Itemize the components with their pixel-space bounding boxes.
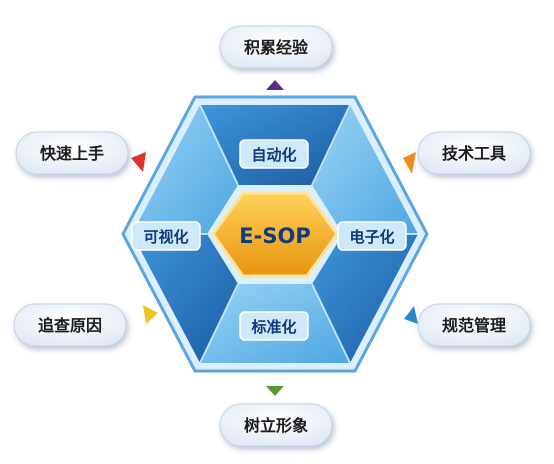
outer-label-bottom-right-pill	[417, 303, 531, 347]
arrow-top	[266, 80, 284, 90]
inner-label-left-text: 可视化	[143, 228, 188, 246]
arrow-bottom-right	[404, 306, 418, 324]
inner-label-top-box	[239, 139, 309, 169]
arrow-top-right	[403, 152, 416, 174]
outer-label-bottom-left-text: 追查原因	[38, 316, 102, 335]
inner-label-top-text: 自动化	[251, 146, 296, 164]
inner-label-bottom: 标准化	[239, 311, 309, 341]
arrow-bottom-left	[143, 305, 158, 324]
panel-top-right	[312, 105, 418, 234]
outer-label-top-left: 快速上手	[15, 131, 129, 175]
center-label: E-SOP	[239, 224, 310, 248]
inner-label-right-text: 电子化	[349, 228, 394, 246]
inner-label-bottom-text: 标准化	[250, 318, 296, 336]
outer-label-top-text: 积累经验	[244, 38, 309, 57]
pointer-arrows	[131, 80, 418, 396]
outer-label-top: 积累经验	[219, 25, 333, 69]
inner-label-right-box	[337, 221, 407, 251]
inner-label-top: 自动化	[239, 139, 309, 169]
outer-label-bottom: 树立形象	[219, 403, 333, 447]
outer-label-top-left-pill	[15, 131, 129, 175]
outer-label-bottom-text: 树立形象	[244, 416, 308, 435]
inner-label-bottom-box	[239, 311, 309, 341]
center-hexagon	[211, 191, 339, 278]
inner-label-right: 电子化	[337, 221, 407, 251]
outer-label-bottom-right: 规范管理	[417, 303, 531, 347]
outer-label-top-pill	[219, 25, 333, 69]
arrow-bottom	[266, 386, 284, 396]
inner-label-left-box	[131, 221, 201, 251]
hexagon-panels	[132, 105, 418, 363]
panel-bottom-left	[132, 234, 238, 363]
inner-label-left: 可视化	[131, 221, 201, 251]
outer-label-top-right: 技术工具	[417, 131, 531, 175]
outer-label-bottom-pill	[219, 403, 333, 447]
outer-label-top-left-text: 快速上手	[40, 144, 104, 163]
outer-label-top-right-pill	[417, 131, 531, 175]
panel-bottom-right	[312, 234, 418, 363]
outer-label-bottom-left: 追查原因	[13, 303, 127, 347]
outer-label-bottom-right-text: 规范管理	[442, 316, 506, 335]
arrow-top-left	[131, 152, 146, 172]
panel-top-left	[132, 105, 238, 234]
outer-label-bottom-left-pill	[13, 303, 127, 347]
outer-label-top-right-text: 技术工具	[442, 144, 506, 163]
